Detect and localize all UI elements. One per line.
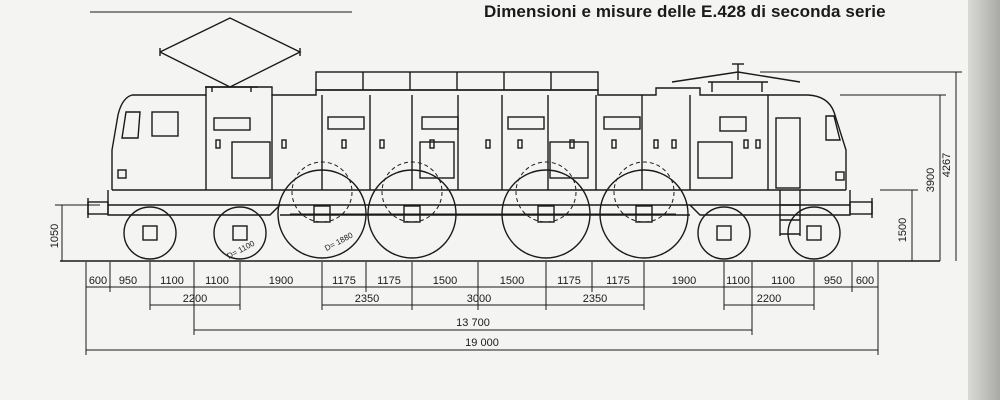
dim-row1-3: 1100 (205, 275, 229, 287)
dimension-lines (55, 71, 962, 355)
dim-row1-15: 600 (856, 275, 874, 287)
underframe (87, 161, 873, 236)
dim-roof-height: 3900 (925, 168, 937, 192)
dim-row1-10: 1175 (606, 275, 630, 287)
locomotive-body (111, 71, 847, 191)
dim-frame-height: 1500 (897, 218, 909, 242)
pantograph-left (159, 17, 302, 92)
dim-buffer-height: 1050 (49, 224, 61, 248)
dim-overall-length: 19 000 (465, 337, 499, 349)
dim-row2-0: 2200 (183, 293, 207, 305)
bogie-wheels (123, 206, 841, 260)
dim-row1-2: 1100 (160, 275, 184, 287)
dim-row1-13: 1100 (771, 275, 795, 287)
dim-row1-7: 1500 (433, 275, 457, 287)
dim-bogie-distance: 13 700 (456, 317, 490, 329)
wheel-diameter-label: D= 1880 (323, 230, 355, 253)
dim-row2-3: 2350 (583, 293, 607, 305)
dim-row2-1: 2350 (355, 293, 379, 305)
page-title: Dimensioni e misure delle E.428 di secon… (484, 2, 886, 21)
dim-row1-12: 1100 (726, 275, 750, 287)
dim-row2-2: 3000 (467, 293, 491, 305)
dim-row1-6: 1175 (377, 275, 401, 287)
page-fold-shadow (968, 0, 1000, 400)
dim-row2-4: 2200 (757, 293, 781, 305)
dim-row1-14: 950 (824, 275, 842, 287)
dim-row1-1: 950 (119, 275, 137, 287)
dim-row1-5: 1175 (332, 275, 356, 287)
bogie-wheel-diameter-label: D= 1100 (226, 239, 257, 261)
dim-pantograph-height: 4267 (941, 153, 953, 177)
dim-row1-8: 1500 (500, 275, 524, 287)
driving-wheels (277, 169, 689, 259)
dimension-labels: 600 950 1100 1100 1900 1175 1175 1500 1500 1175 11… (49, 153, 953, 349)
dim-row1-4: 1900 (269, 275, 293, 287)
pantograph-right (671, 63, 801, 92)
dim-row1-9: 1175 (557, 275, 581, 287)
dim-row1-0: 600 (89, 275, 107, 287)
dim-row1-11: 1900 (672, 275, 696, 287)
